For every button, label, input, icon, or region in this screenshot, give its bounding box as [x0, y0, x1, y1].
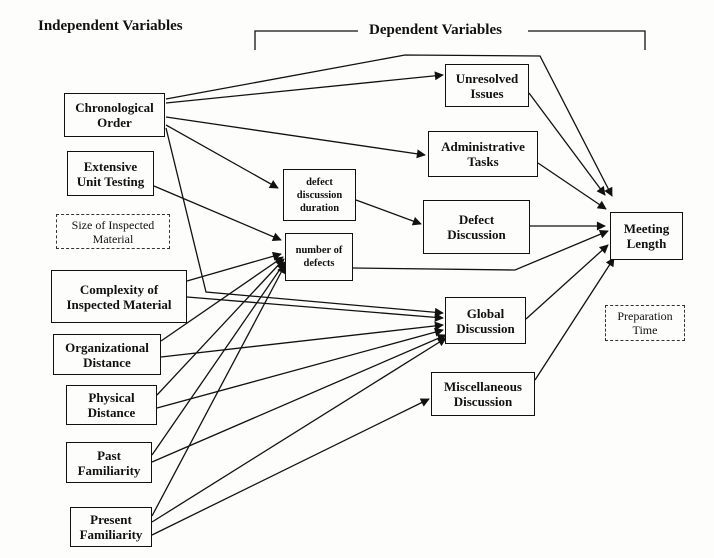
- arrow-chrono-to-duration: [165, 124, 279, 189]
- arrow-defects-to-meeting: [352, 229, 609, 271]
- node-present-familiarity: Present Familiarity: [70, 507, 152, 547]
- arrow-complexity-to-global: [186, 296, 444, 322]
- arrow-phys-to-global: [156, 327, 444, 409]
- node-miscellaneous-discussion: Miscellaneous Discussion: [431, 372, 535, 416]
- arrow-past-to-defects: [151, 261, 286, 456]
- arrow-org-to-global: [160, 321, 444, 358]
- node-past-familiarity: Past Familiarity: [66, 442, 152, 483]
- arrow-global-to-meeting: [525, 244, 609, 320]
- node-extensive-unit-testing: Extensive Unit Testing: [67, 151, 154, 196]
- node-complexity-of-inspected-material: Complexity of Inspected Material: [51, 270, 187, 323]
- arrow-chrono-to-meeting: [165, 54, 613, 197]
- independent-variables-heading: Independent Variables: [38, 18, 183, 34]
- node-global-discussion: Global Discussion: [445, 297, 526, 344]
- arrow-unresolved-to-meeting: [528, 92, 606, 196]
- arrow-past-to-global: [151, 334, 447, 463]
- node-defect-discussion: Defect Discussion: [423, 200, 530, 254]
- arrow-admin-to-meeting: [537, 162, 607, 210]
- node-size-of-inspected-material: Size of Inspected Material: [56, 214, 170, 249]
- arrow-phys-to-defects: [156, 258, 285, 396]
- node-unresolved-issues: Unresolved Issues: [445, 64, 529, 107]
- arrow-misc-to-meeting: [534, 257, 615, 381]
- node-chronological-order: Chronological Order: [64, 93, 165, 137]
- node-preparation-time: Preparation Time: [605, 305, 685, 341]
- node-meeting-length: Meeting Length: [610, 212, 683, 260]
- arrow-duration-to-defect-discussion: [355, 199, 422, 226]
- arrow-complexity-to-defects: [186, 251, 282, 282]
- arrow-org-to-defects: [160, 256, 284, 342]
- arrow-chrono-to-admin: [165, 116, 426, 159]
- arrow-chrono-to-unresolved: [165, 71, 444, 104]
- arrow-chrono-to-global: [165, 127, 444, 317]
- dependent-bracket: [254, 30, 646, 50]
- node-number-of-defects: number of defects: [285, 233, 353, 281]
- dependent-variables-heading: Dependent Variables: [369, 22, 502, 38]
- arrow-testing-to-defects: [153, 185, 282, 241]
- arrow-present-to-misc: [151, 398, 430, 536]
- node-defect-discussion-duration: defect discussion duration: [283, 169, 356, 221]
- node-organizational-distance: Organizational Distance: [53, 334, 161, 375]
- arrow-present-to-defects: [151, 264, 286, 517]
- arrow-present-to-global: [151, 337, 447, 523]
- node-physical-distance: Physical Distance: [66, 385, 157, 425]
- node-administrative-tasks: Administrative Tasks: [428, 131, 538, 177]
